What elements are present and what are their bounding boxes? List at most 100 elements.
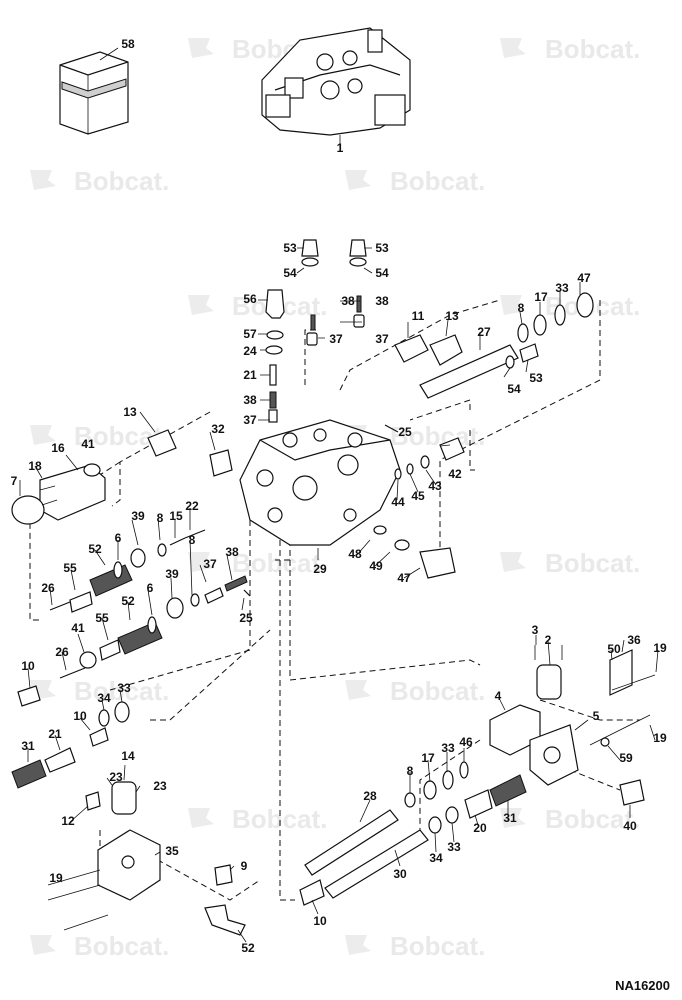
part-30-spool [324, 829, 429, 899]
part-38-spring-right [356, 295, 362, 313]
part-label: 54 [283, 266, 297, 280]
part-label: 38 [341, 294, 355, 308]
part-14-solenoid [111, 781, 137, 815]
part-24-ring [265, 345, 283, 355]
part-label: 41 [81, 437, 95, 451]
part-label: 53 [283, 241, 297, 255]
part-17-washer [423, 780, 437, 800]
watermark-text: Bobcat. [545, 804, 640, 834]
part-label: 30 [393, 867, 407, 881]
watermark-text: Bobcat. [390, 166, 485, 196]
watermark-2: Bobcat. [500, 34, 640, 64]
part-46-ring [459, 761, 469, 779]
part-label: 42 [448, 467, 462, 481]
part-39-washer [130, 548, 146, 568]
watermark-text: Bobcat. [74, 931, 169, 961]
part-9-fitting [214, 864, 233, 886]
part-label: 19 [653, 731, 667, 745]
part-19-bolt [611, 674, 656, 691]
part-34-ring [428, 816, 442, 834]
part-label: 34 [429, 851, 443, 865]
part-33-ring [442, 770, 454, 790]
watermark-12: Bobcat. [345, 676, 485, 706]
part-label: 18 [28, 459, 42, 473]
part-10-fitting [299, 879, 325, 906]
part-label: 53 [375, 241, 389, 255]
watermark-10: Bobcat. [500, 548, 640, 578]
watermark-5: Bobcat. [188, 291, 327, 321]
part-20-retainer [464, 789, 493, 819]
part-59-ring [600, 737, 610, 747]
part-label: 25 [239, 611, 253, 625]
part-38-spring [224, 575, 248, 592]
left-spool-group-lower [59, 575, 251, 679]
part-54-oring-right [349, 257, 367, 267]
watermark-text: Bobcat. [74, 166, 169, 196]
part-19-bolt [589, 714, 651, 746]
figure-code: NA16200 [615, 978, 670, 993]
part-label: 31 [503, 811, 517, 825]
part-label: 48 [348, 547, 362, 561]
part-label: 23 [153, 779, 167, 793]
part-3-screws [534, 645, 563, 660]
part-53-plug-right [349, 239, 367, 257]
part-15-pin [169, 537, 186, 546]
part-7-cap [11, 495, 45, 525]
part-label: 17 [534, 290, 548, 304]
watermark-text: Bobcat. [232, 804, 327, 834]
part-label: 8 [189, 533, 196, 547]
part-label: 33 [447, 840, 461, 854]
lower-left-group [11, 685, 246, 936]
part-label: 52 [241, 941, 255, 955]
part-label: 38 [243, 393, 257, 407]
part-label: 44 [391, 495, 405, 509]
part-28-spool [304, 809, 399, 876]
part-37-poppet [204, 587, 224, 604]
part-16-end-cap [11, 463, 106, 525]
part-22-pin [184, 529, 206, 539]
part-38-spring-left [310, 314, 316, 331]
part-55-retainer [69, 591, 93, 613]
part-label: 35 [165, 844, 179, 858]
part-8-seal [190, 593, 200, 607]
watermark-4: Bobcat. [345, 166, 485, 196]
part-58-kit-box [59, 51, 129, 135]
part-label: 39 [165, 567, 179, 581]
part-label: 17 [421, 751, 435, 765]
watermark-3: Bobcat. [30, 166, 169, 196]
part-label: 19 [49, 871, 63, 885]
part-18-bolts [39, 485, 58, 506]
part-label: 32 [211, 422, 225, 436]
watermark-8: Bobcat. [345, 421, 485, 451]
part-26-rod [59, 667, 86, 679]
upper-fittings-column [265, 239, 367, 423]
part-label: 33 [555, 281, 569, 295]
part-49-oring [394, 539, 410, 551]
part-54-oring [505, 355, 515, 369]
part-label: 38 [225, 545, 239, 559]
part-13-relief-valve [429, 334, 463, 366]
leader-lines [19, 47, 659, 943]
part-label: 20 [473, 821, 487, 835]
part-41-seal [79, 651, 97, 669]
part-label: 26 [41, 581, 55, 595]
part-38-spring [269, 391, 277, 409]
part-label: 36 [627, 633, 641, 647]
part-17-washer [533, 314, 547, 336]
part-25-pin [384, 424, 399, 433]
part-34-ring [98, 709, 110, 727]
part-label: 33 [117, 681, 131, 695]
part-37-poppet-left [306, 332, 318, 346]
part-label: 21 [48, 727, 62, 741]
part-label: 49 [369, 559, 383, 573]
part-33-ring [445, 806, 459, 824]
part-label: 46 [459, 735, 473, 749]
part-label: 28 [363, 789, 377, 803]
part-32-plug [209, 449, 233, 477]
part-label: 50 [607, 642, 621, 656]
part-1-control-valve-assembly [261, 27, 411, 142]
part-label: 23 [109, 770, 123, 784]
part-label: 34 [97, 691, 111, 705]
